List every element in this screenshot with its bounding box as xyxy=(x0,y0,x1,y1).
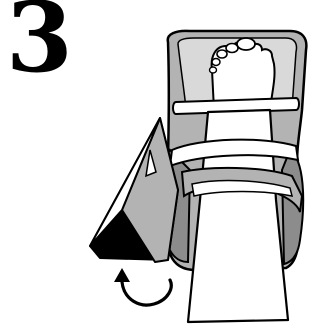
rotate-arrow-icon xyxy=(114,268,171,305)
foot-wedge-icon xyxy=(90,118,178,262)
